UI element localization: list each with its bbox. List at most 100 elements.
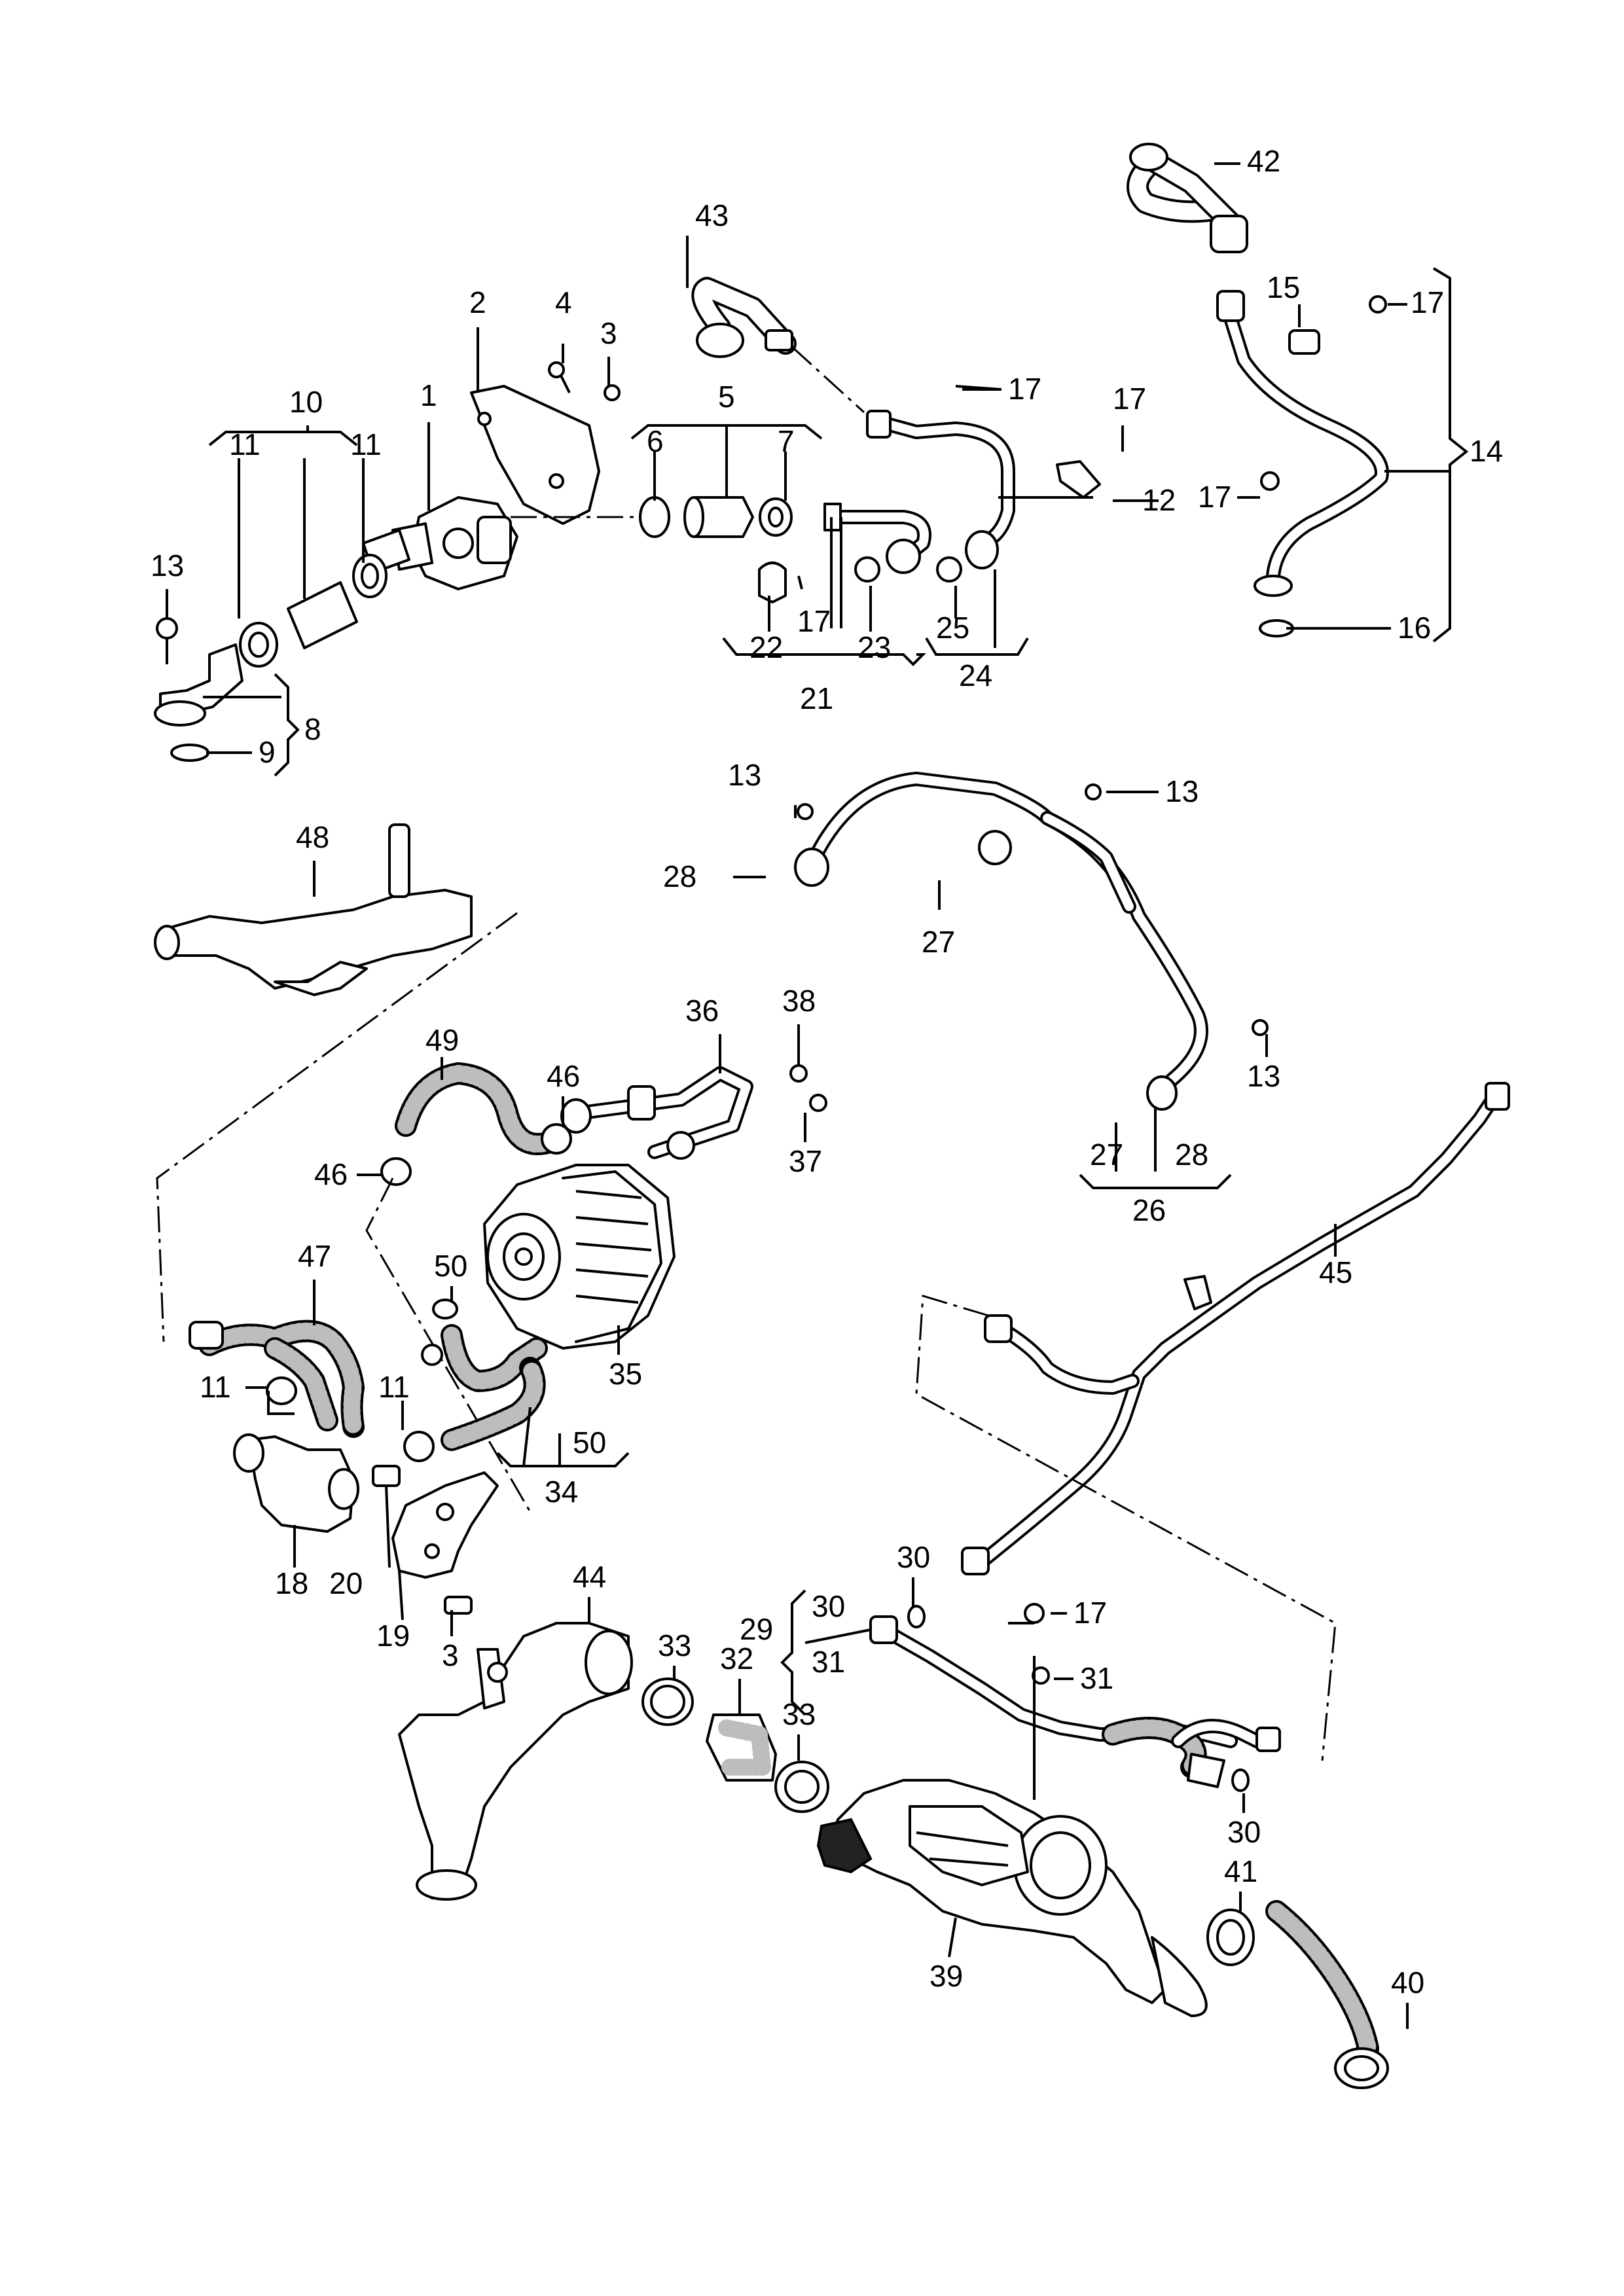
label-24: 24 — [959, 658, 992, 692]
label-39: 39 — [929, 1959, 963, 1993]
coolant-pipe-45 — [961, 1082, 1510, 1575]
hose-43 — [691, 277, 797, 358]
bracket-19 — [372, 1465, 499, 1615]
clamp-41 — [1206, 1909, 1255, 1966]
label-40: 40 — [1391, 1965, 1424, 2000]
label-45: 45 — [1319, 1255, 1352, 1289]
label-17: 17 — [1198, 480, 1231, 514]
coolant-flange-48 — [154, 823, 473, 996]
hose-49 — [380, 1062, 572, 1186]
connector-hose-assembly — [639, 496, 793, 538]
label-28: 28 — [1175, 1138, 1208, 1172]
label-13: 13 — [1247, 1059, 1280, 1093]
hose-32-clamps-33 — [641, 1677, 829, 1813]
label-26: 26 — [1132, 1193, 1166, 1227]
label-5: 5 — [718, 380, 735, 414]
hose-42 — [1127, 143, 1248, 253]
label-17: 17 — [1411, 285, 1444, 319]
hose-47 — [189, 1319, 365, 1438]
label-14: 14 — [1470, 434, 1503, 468]
hose-40 — [1265, 1900, 1389, 2089]
label-11: 11 — [200, 1370, 231, 1404]
hose-34 — [403, 1299, 548, 1462]
coolant-pipe-29 — [869, 1603, 1281, 1792]
label-27: 27 — [922, 925, 955, 959]
coolant-pipe-36 — [560, 1064, 827, 1160]
label-8: 8 — [304, 712, 321, 746]
label-2: 2 — [469, 285, 486, 319]
label-31: 31 — [1080, 1661, 1113, 1695]
turbocharger-39 — [816, 1779, 1208, 2017]
label-28: 28 — [663, 859, 696, 893]
label-35: 35 — [609, 1357, 642, 1391]
label-20: 20 — [329, 1566, 363, 1600]
label-33: 33 — [782, 1697, 816, 1731]
assembly-line — [791, 346, 865, 414]
assembly-line — [365, 1177, 532, 1513]
coolant-pipe-21 — [758, 503, 962, 603]
label-25: 25 — [936, 611, 969, 645]
label-3: 3 — [600, 316, 617, 350]
label-13: 13 — [728, 758, 761, 792]
label-44: 44 — [573, 1560, 606, 1594]
label-43: 43 — [695, 198, 729, 232]
callout-labels: 1 2 3 4 10 11 11 13 8 9 5 6 7 43 17 17 1… — [151, 144, 1503, 2000]
label-42: 42 — [1247, 144, 1280, 178]
label-15: 15 — [1267, 270, 1300, 304]
label-33: 33 — [658, 1628, 691, 1662]
label-38: 38 — [782, 984, 816, 1018]
assembly-line — [156, 912, 518, 1342]
assembly-line — [915, 1295, 1337, 1761]
label-30: 30 — [1227, 1815, 1261, 1849]
coolant-pipe-24 — [866, 410, 1101, 569]
label-3: 3 — [442, 1638, 459, 1672]
label-46: 46 — [314, 1157, 348, 1191]
coolant-pipe-44 — [398, 1622, 633, 1901]
label-7: 7 — [778, 424, 795, 458]
label-9: 9 — [259, 735, 276, 769]
label-50: 50 — [434, 1249, 467, 1283]
label-29: 29 — [740, 1612, 773, 1646]
label-50: 50 — [573, 1426, 606, 1460]
label-47: 47 — [298, 1239, 331, 1273]
label-27: 27 — [1090, 1138, 1123, 1172]
label-11: 11 — [229, 427, 261, 461]
label-36: 36 — [685, 994, 719, 1028]
label-17: 17 — [1074, 1596, 1107, 1630]
label-30: 30 — [897, 1540, 930, 1574]
label-13: 13 — [151, 548, 184, 583]
coolant-pipe-14 — [1216, 290, 1389, 637]
label-11: 11 — [350, 427, 382, 461]
label-22: 22 — [749, 630, 783, 664]
label-30: 30 — [812, 1589, 845, 1623]
label-13: 13 — [1165, 774, 1199, 808]
label-18: 18 — [275, 1566, 308, 1600]
label-17: 17 — [797, 604, 831, 638]
label-1: 1 — [420, 378, 437, 412]
label-31: 31 — [812, 1645, 845, 1679]
auxiliary-pump-assembly — [154, 361, 621, 762]
label-10: 10 — [289, 385, 323, 419]
callout-leaders — [166, 162, 1469, 2029]
label-37: 37 — [789, 1144, 822, 1178]
label-16: 16 — [1398, 611, 1431, 645]
thermostat-housing-18 — [233, 1433, 359, 1533]
label-4: 4 — [555, 285, 572, 319]
label-17: 17 — [1008, 372, 1041, 406]
label-46: 46 — [547, 1059, 580, 1093]
label-12: 12 — [1142, 483, 1176, 517]
label-6: 6 — [647, 424, 664, 458]
label-49: 49 — [425, 1023, 459, 1057]
label-34: 34 — [545, 1475, 578, 1509]
label-17: 17 — [1113, 382, 1146, 416]
label-11: 11 — [378, 1370, 410, 1404]
alternator-35 — [483, 1164, 676, 1350]
label-21: 21 — [800, 681, 833, 715]
label-48: 48 — [296, 820, 329, 854]
label-41: 41 — [1224, 1854, 1257, 1888]
coolant-pipe-26 — [794, 772, 1269, 1111]
label-32: 32 — [720, 1641, 753, 1676]
label-19: 19 — [376, 1619, 410, 1653]
label-23: 23 — [857, 630, 891, 664]
